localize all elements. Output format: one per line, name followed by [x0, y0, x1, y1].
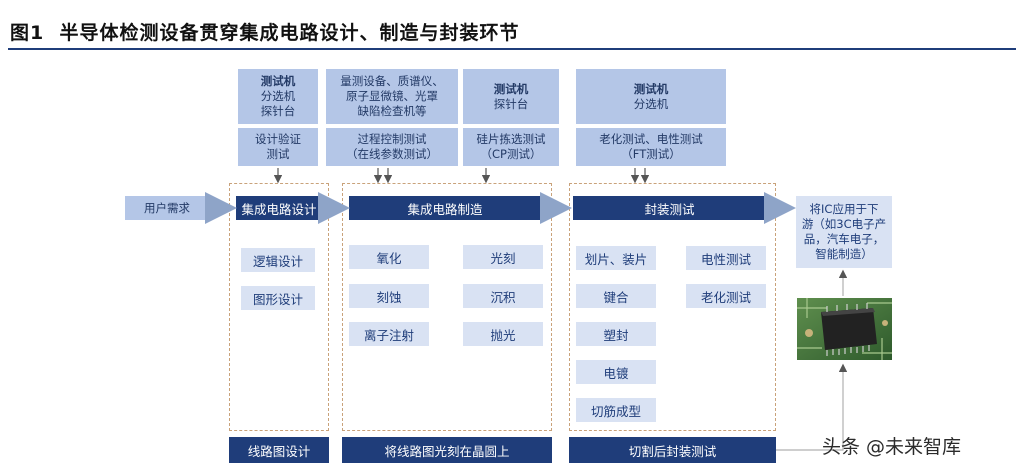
- bottom-manufacturing-box: 将线路图光刻在晶圆上: [342, 437, 552, 463]
- test-process-line: 过程控制测试: [357, 132, 427, 146]
- user-needs-label: 用户需求: [144, 200, 190, 215]
- design-stage-frame: [229, 183, 329, 431]
- user-needs-box: 用户需求: [125, 196, 209, 220]
- equipment-design-name: 测试机: [260, 74, 296, 88]
- design-step-label: 图形设计: [252, 291, 303, 307]
- bottom-design-box: 线路图设计: [229, 437, 329, 463]
- package-step-label: 电镀: [603, 365, 629, 381]
- manufacturing-step: 抛光: [463, 322, 543, 346]
- package-step: 划片、装片: [576, 246, 656, 270]
- downstream-line: 游（如3C电子产: [801, 217, 887, 231]
- package-step-label: 划片、装片: [584, 251, 648, 267]
- downstream-box: 将IC应用于下 游（如3C电子产 品，汽车电子， 智能制造）: [796, 196, 892, 268]
- bottom-design-label: 线路图设计: [247, 443, 311, 459]
- equipment-package-line: 分选机: [633, 96, 669, 111]
- downstream-line: 智能制造）: [815, 247, 873, 261]
- equipment-design-line: 探针台: [260, 104, 296, 118]
- figure-label: 图1: [10, 22, 45, 44]
- manufacturing-step: 刻蚀: [349, 284, 429, 308]
- package-step-label: 老化测试: [700, 289, 751, 305]
- design-step-label: 逻辑设计: [252, 253, 303, 269]
- equipment-package-name: 测试机: [633, 81, 669, 96]
- figure-title-text: 半导体检测设备贯穿集成电路设计、制造与封装环节: [59, 22, 520, 44]
- test-design-line: 测试: [266, 147, 290, 161]
- figure-title: 图1 半导体检测设备贯穿集成电路设计、制造与封装环节: [10, 18, 519, 45]
- test-package-line: 老化测试、电性测试: [599, 132, 703, 146]
- ic-design-label: 集成电路设计: [241, 201, 317, 217]
- ic-design-box: 集成电路设计: [236, 196, 322, 220]
- manufacturing-step-label: 沉积: [490, 289, 516, 305]
- downstream-return-path: [776, 269, 848, 451]
- manufacturing-step-label: 抛光: [490, 327, 516, 343]
- ic-manufacturing-label: 集成电路制造: [407, 201, 483, 217]
- package-test-box: 封装测试: [573, 196, 766, 220]
- manufacturing-step-label: 离子注射: [363, 327, 414, 343]
- chip-image: [797, 298, 892, 360]
- design-step: 逻辑设计: [241, 248, 315, 272]
- test-process-line: （在线参数测试）: [346, 147, 438, 161]
- manufacturing-step-label: 氧化: [376, 250, 402, 266]
- manufacturing-step: 氧化: [349, 245, 429, 269]
- test-design-line: 设计验证: [255, 132, 301, 146]
- package-step: 电镀: [576, 360, 656, 384]
- manufacturing-stage-frame: [342, 183, 552, 431]
- package-step: 老化测试: [686, 284, 766, 308]
- test-design: 设计验证 测试: [238, 128, 318, 166]
- equipment-process-line: 缺陷检查机等: [357, 104, 427, 118]
- manufacturing-step: 离子注射: [349, 322, 429, 346]
- equipment-process: 量测设备、质谱仪、 原子显微镜、光罩 缺陷检查机等: [326, 69, 458, 124]
- manufacturing-step-label: 光刻: [490, 250, 516, 266]
- watermark: 头条 @未来智库: [822, 432, 961, 459]
- test-package-line: （FT测试）: [621, 147, 681, 161]
- equipment-design: 测试机 分选机 探针台: [238, 69, 318, 124]
- test-wafer-line: 硅片拣选测试: [476, 132, 546, 146]
- test-process: 过程控制测试 （在线参数测试）: [326, 128, 458, 166]
- package-step: 电性测试: [686, 246, 766, 270]
- equipment-wafer: 测试机 探针台: [463, 69, 559, 124]
- package-step: 塑封: [576, 322, 656, 346]
- design-step: 图形设计: [241, 286, 315, 310]
- equipment-wafer-line: 探针台: [493, 96, 529, 111]
- ic-manufacturing-box: 集成电路制造: [349, 196, 541, 220]
- downstream-line: 将IC应用于下: [809, 202, 879, 216]
- package-step-label: 塑封: [603, 327, 629, 343]
- equipment-design-line: 分选机: [260, 89, 296, 103]
- downstream-line: 品，汽车电子，: [803, 232, 885, 246]
- equipment-process-line: 原子显微镜、光罩: [346, 89, 438, 103]
- package-step: 键合: [576, 284, 656, 308]
- watermark-text: 头条 @未来智库: [822, 436, 962, 458]
- test-wafer-line: （CP测试）: [480, 147, 542, 161]
- manufacturing-step-label: 刻蚀: [376, 289, 402, 305]
- bottom-package-box: 切割后封装测试: [569, 437, 776, 463]
- test-package: 老化测试、电性测试 （FT测试）: [576, 128, 726, 166]
- package-step-label: 切筋成型: [590, 403, 641, 419]
- package-step: 切筋成型: [576, 398, 656, 422]
- package-test-label: 封装测试: [644, 201, 695, 217]
- package-stage-frame: [569, 183, 776, 431]
- equipment-wafer-name: 测试机: [493, 81, 529, 96]
- manufacturing-step: 沉积: [463, 284, 543, 308]
- vertical-test-arrows: [273, 168, 650, 184]
- bottom-package-label: 切割后封装测试: [628, 443, 717, 459]
- equipment-package: 测试机 分选机: [576, 69, 726, 124]
- chip-image-drawing: [797, 298, 892, 360]
- test-wafer: 硅片拣选测试 （CP测试）: [463, 128, 559, 166]
- package-step-label: 电性测试: [700, 251, 751, 267]
- title-rule: [8, 48, 1016, 50]
- package-step-label: 键合: [603, 289, 629, 305]
- bottom-manufacturing-label: 将线路图光刻在晶圆上: [384, 443, 510, 459]
- equipment-process-line: 量测设备、质谱仪、: [340, 74, 444, 88]
- manufacturing-step: 光刻: [463, 245, 543, 269]
